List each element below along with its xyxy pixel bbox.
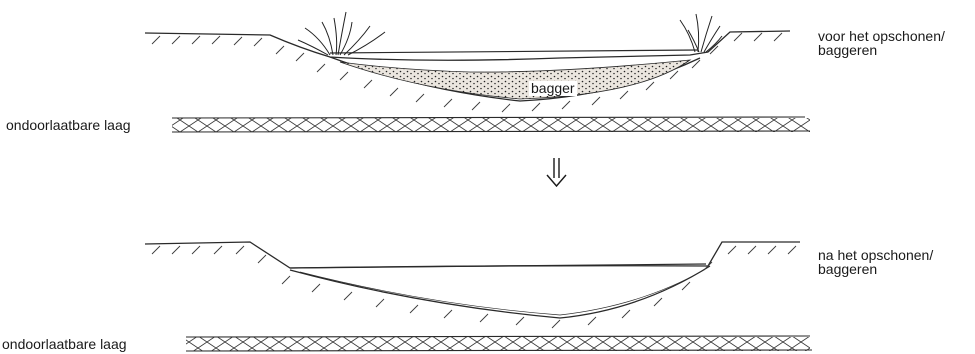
after-cross-section bbox=[145, 242, 812, 351]
vegetation-left bbox=[298, 12, 385, 55]
label-impermeable-layer-top: ondoorlaatbare laag bbox=[6, 118, 131, 132]
impermeable-layer-top bbox=[172, 118, 810, 132]
after-ditch-bottom bbox=[290, 266, 710, 318]
label-before-line2: baggeren bbox=[818, 43, 945, 57]
label-after-cleaning: na het opschonen/ baggeren bbox=[818, 248, 933, 276]
impermeable-layer-bottom bbox=[186, 337, 810, 351]
after-soil-hatching bbox=[152, 246, 796, 328]
before-cross-section bbox=[145, 12, 810, 132]
before-water-line bbox=[330, 50, 698, 53]
label-after-line1: na het opschonen/ bbox=[818, 248, 933, 262]
vegetation-right bbox=[680, 14, 722, 52]
label-before-line1: voor het opschonen/ bbox=[818, 29, 945, 43]
label-after-line2: baggeren bbox=[818, 262, 933, 276]
label-impermeable-layer-bottom: ondoorlaatbare laag bbox=[2, 337, 127, 351]
label-sediment: bagger bbox=[529, 81, 577, 96]
label-before-cleaning: voor het opschonen/ baggeren bbox=[818, 29, 945, 57]
down-arrow-icon bbox=[547, 158, 566, 186]
